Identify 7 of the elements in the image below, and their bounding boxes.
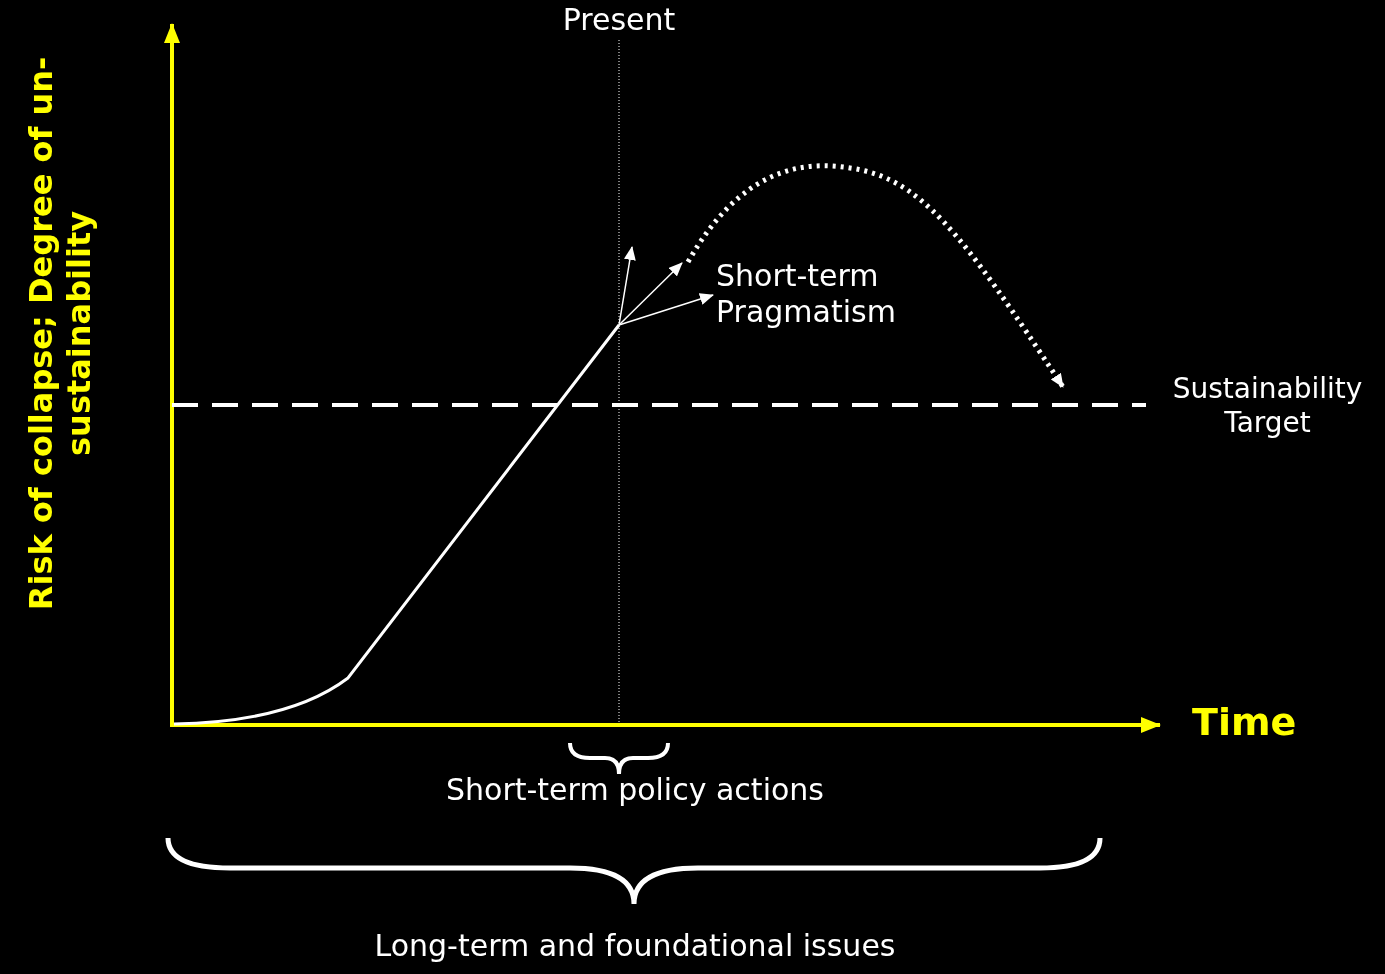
axis-title: Time — [1192, 700, 1298, 746]
bracket-label: Long-term and foundational issues — [373, 928, 897, 964]
axis-title: Risk of collapse; Degree of un-sustainability — [21, 55, 99, 613]
curve-label: Short-term Pragmatism — [716, 258, 897, 330]
bracket-label: Short-term policy actions — [445, 772, 825, 808]
target-label: Sustainability Target — [1171, 372, 1364, 440]
marker-label: Present — [561, 2, 677, 38]
